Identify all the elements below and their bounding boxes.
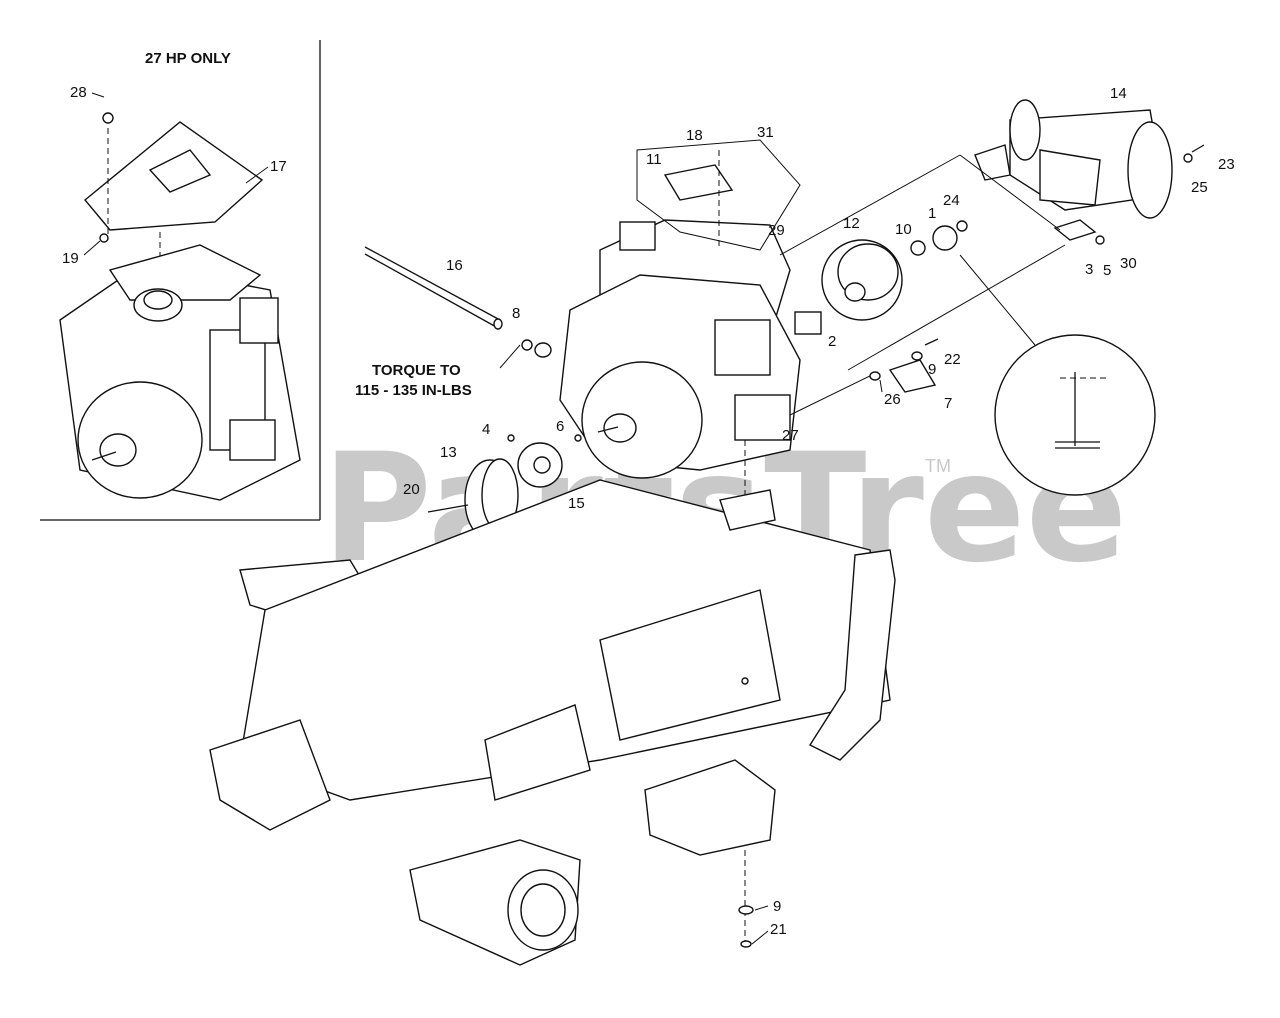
- torque-note-line-1: TORQUE TO: [372, 362, 461, 379]
- inset-panel: 27 HP ONLY: [40, 40, 321, 521]
- heat-shield: [636, 139, 801, 251]
- callout-19: 19: [62, 250, 79, 267]
- callout-6: 6: [556, 418, 564, 435]
- trademark: TM: [925, 456, 951, 476]
- callout-25: 25: [1191, 179, 1208, 196]
- callout-29: 29: [768, 222, 785, 239]
- callout-7: 7: [944, 395, 952, 412]
- callout-18: 18: [686, 127, 703, 144]
- callout-16: 16: [446, 257, 463, 274]
- callout-13: 13: [440, 444, 457, 461]
- muffler: [974, 99, 1205, 245]
- inset-title: 27 HP ONLY: [145, 50, 231, 67]
- inset-leaders: [83, 92, 269, 256]
- callout-24: 24: [943, 192, 960, 209]
- callout-20: 20: [403, 481, 420, 498]
- callout-9-upper: 9: [928, 361, 936, 378]
- bottom-hardware: [738, 905, 769, 948]
- callout-8: 8: [512, 305, 520, 322]
- callout-10: 10: [895, 221, 912, 238]
- callout-labels: 1 2 3 4 5 6 7 8 9 9 10 11 12 13 14 15 16…: [62, 84, 1235, 938]
- callout-1: 1: [928, 205, 936, 222]
- callout-28: 28: [70, 84, 87, 101]
- callout-14: 14: [1110, 85, 1127, 102]
- main-engine: [559, 219, 801, 479]
- torque-note-line-2: 115 - 135 IN-LBS: [355, 382, 472, 399]
- dipstick-tube: [364, 246, 552, 358]
- mower-frame: [209, 479, 896, 966]
- callout-5: 5: [1103, 262, 1111, 279]
- callout-11: 11: [646, 151, 662, 168]
- callout-9-lower: 9: [773, 898, 781, 915]
- callout-21: 21: [770, 921, 787, 938]
- assembly-lines: [499, 154, 1066, 945]
- callout-27: 27: [782, 427, 799, 444]
- callout-22: 22: [944, 351, 961, 368]
- callout-12: 12: [843, 215, 860, 232]
- callout-3: 3: [1085, 261, 1093, 278]
- callout-15: 15: [568, 495, 585, 512]
- inset-engine: [59, 112, 301, 501]
- callout-30: 30: [1120, 255, 1137, 272]
- callout-2: 2: [828, 333, 836, 350]
- callout-26: 26: [884, 391, 901, 408]
- bracket-hardware: [869, 338, 939, 393]
- torque-note: TORQUE TO 115 - 135 IN-LBS: [355, 362, 472, 399]
- detail-circle: [994, 334, 1156, 496]
- callout-4: 4: [482, 421, 490, 438]
- callout-31: 31: [757, 124, 774, 141]
- callout-23: 23: [1218, 156, 1235, 173]
- callout-17: 17: [270, 158, 287, 175]
- electric-clutch: [794, 220, 968, 335]
